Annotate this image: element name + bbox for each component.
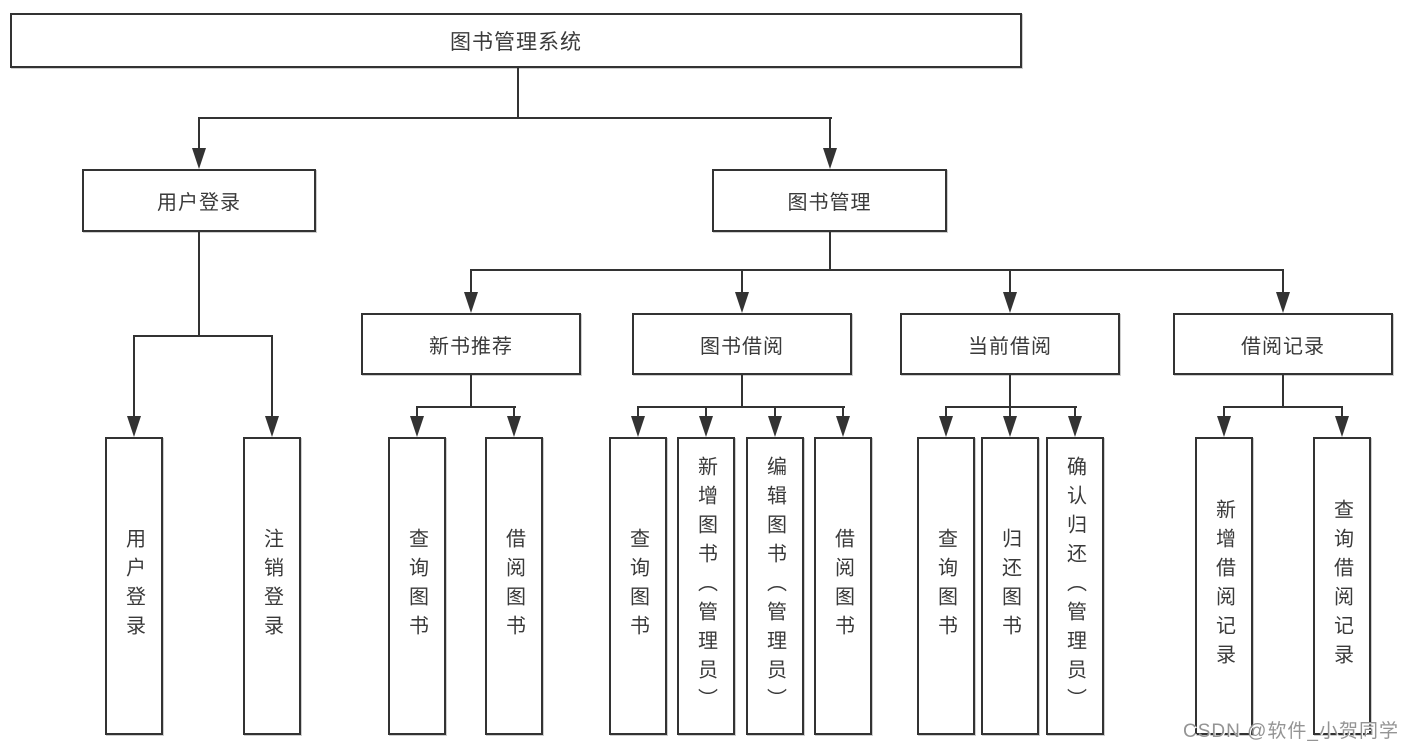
leaf-cb-query-books-label: 查询图书 [934, 528, 957, 644]
connector-nbr-vertical [470, 375, 472, 408]
arrow-down-icon [1217, 416, 1231, 437]
connector-stub-cb-query [945, 406, 947, 420]
arrow-down-icon [939, 416, 953, 437]
connector-stub-br-add [1223, 406, 1225, 420]
connector-cb-vertical [1009, 375, 1011, 408]
node-current-borrow: 当前借阅 [900, 313, 1120, 375]
arrow-down-icon [464, 292, 478, 313]
arrow-down-icon [127, 416, 141, 437]
arrow-down-icon [265, 416, 279, 437]
connector-br-vertical [1282, 375, 1284, 408]
leaf-bb-query-books-label: 查询图书 [626, 528, 649, 644]
node-new-book-recommend: 新书推荐 [361, 313, 581, 375]
connector-nbr-horizontal [416, 406, 516, 408]
leaf-br-query-record-label: 查询借阅记录 [1330, 499, 1353, 673]
arrow-down-icon [1068, 416, 1082, 437]
connector-stub-bb-query [637, 406, 639, 420]
connector-stub-book-management [829, 117, 831, 153]
leaf-nbr-borrow-books: 借阅图书 [485, 437, 543, 735]
leaf-cb-query-books: 查询图书 [917, 437, 975, 735]
node-new-book-recommend-label: 新书推荐 [429, 335, 513, 358]
arrow-down-icon [507, 416, 521, 437]
leaf-bb-edit-books-admin-label: 编辑图书（管理员） [763, 455, 786, 717]
leaf-cb-confirm-return-admin-label: 确认归还（管理员） [1063, 455, 1086, 717]
connector-stub-bb-edit [774, 406, 776, 420]
connector-stub-borrow-records [1282, 269, 1284, 296]
node-root: 图书管理系统 [10, 13, 1022, 68]
leaf-bb-add-books-admin-label: 新增图书（管理员） [694, 455, 717, 717]
node-user-login-label: 用户登录 [157, 192, 241, 214]
node-root-label: 图书管理系统 [450, 30, 582, 54]
connector-user-login-horizontal [133, 335, 273, 337]
connector-root-horizontal [198, 117, 832, 119]
arrow-down-icon [1003, 292, 1017, 313]
connector-stub-logout [271, 335, 273, 420]
leaf-logout: 注销登录 [243, 437, 301, 735]
leaf-nbr-query-books: 查询图书 [388, 437, 446, 735]
leaf-bb-borrow-books-label: 借阅图书 [831, 528, 854, 644]
arrow-down-icon [631, 416, 645, 437]
node-book-borrow: 图书借阅 [632, 313, 852, 375]
connector-stub-user-login [198, 117, 200, 153]
connector-stub-book-borrow [741, 269, 743, 296]
leaf-nbr-query-books-label: 查询图书 [405, 528, 428, 644]
node-borrow-records: 借阅记录 [1173, 313, 1393, 375]
leaf-logout-label: 注销登录 [260, 528, 283, 644]
connector-book-management-vertical [829, 232, 831, 271]
connector-br-horizontal [1223, 406, 1343, 408]
connector-stub-bb-borrow [842, 406, 844, 420]
connector-stub-nbr-query [416, 406, 418, 420]
csdn-watermark: CSDN @软件_小贺同学 [1183, 721, 1399, 742]
connector-root-vertical [517, 68, 519, 118]
leaf-bb-borrow-books: 借阅图书 [814, 437, 872, 735]
leaf-br-add-record: 新增借阅记录 [1195, 437, 1253, 735]
node-book-borrow-label: 图书借阅 [700, 335, 784, 358]
connector-stub-user-login-action [133, 335, 135, 420]
arrow-down-icon [735, 292, 749, 313]
connector-user-login-vertical [198, 232, 200, 337]
arrow-down-icon [823, 148, 837, 169]
connector-stub-cb-return [1009, 406, 1011, 420]
connector-stub-bb-add [705, 406, 707, 420]
connector-bb-vertical [741, 375, 743, 408]
leaf-cb-confirm-return-admin: 确认归还（管理员） [1046, 437, 1104, 735]
leaf-nbr-borrow-books-label: 借阅图书 [502, 528, 525, 644]
leaf-cb-return-books-label: 归还图书 [998, 528, 1021, 644]
connector-stub-cb-confirm [1074, 406, 1076, 420]
connector-stub-br-query [1341, 406, 1343, 420]
connector-book-management-horizontal [470, 269, 1284, 271]
leaf-cb-return-books: 归还图书 [981, 437, 1039, 735]
connector-stub-new-book-recommend [470, 269, 472, 296]
connector-cb-horizontal [945, 406, 1077, 408]
node-borrow-records-label: 借阅记录 [1241, 335, 1325, 358]
leaf-bb-query-books: 查询图书 [609, 437, 667, 735]
leaf-br-add-record-label: 新增借阅记录 [1212, 499, 1235, 673]
arrow-down-icon [1335, 416, 1349, 437]
node-book-management: 图书管理 [712, 169, 947, 232]
connector-stub-current-borrow [1009, 269, 1011, 296]
connector-bb-horizontal [637, 406, 845, 408]
arrow-down-icon [699, 416, 713, 437]
node-user-login: 用户登录 [82, 169, 316, 232]
arrow-down-icon [410, 416, 424, 437]
node-current-borrow-label: 当前借阅 [968, 335, 1052, 358]
connector-stub-nbr-borrow [513, 406, 515, 420]
leaf-user-login-action: 用户登录 [105, 437, 163, 735]
arrow-down-icon [1003, 416, 1017, 437]
arrow-down-icon [1276, 292, 1290, 313]
leaf-user-login-action-label: 用户登录 [122, 528, 145, 644]
arrow-down-icon [768, 416, 782, 437]
leaf-bb-edit-books-admin: 编辑图书（管理员） [746, 437, 804, 735]
leaf-br-query-record: 查询借阅记录 [1313, 437, 1371, 735]
leaf-bb-add-books-admin: 新增图书（管理员） [677, 437, 735, 735]
arrow-down-icon [192, 148, 206, 169]
node-book-management-label: 图书管理 [787, 192, 872, 214]
arrow-down-icon [836, 416, 850, 437]
